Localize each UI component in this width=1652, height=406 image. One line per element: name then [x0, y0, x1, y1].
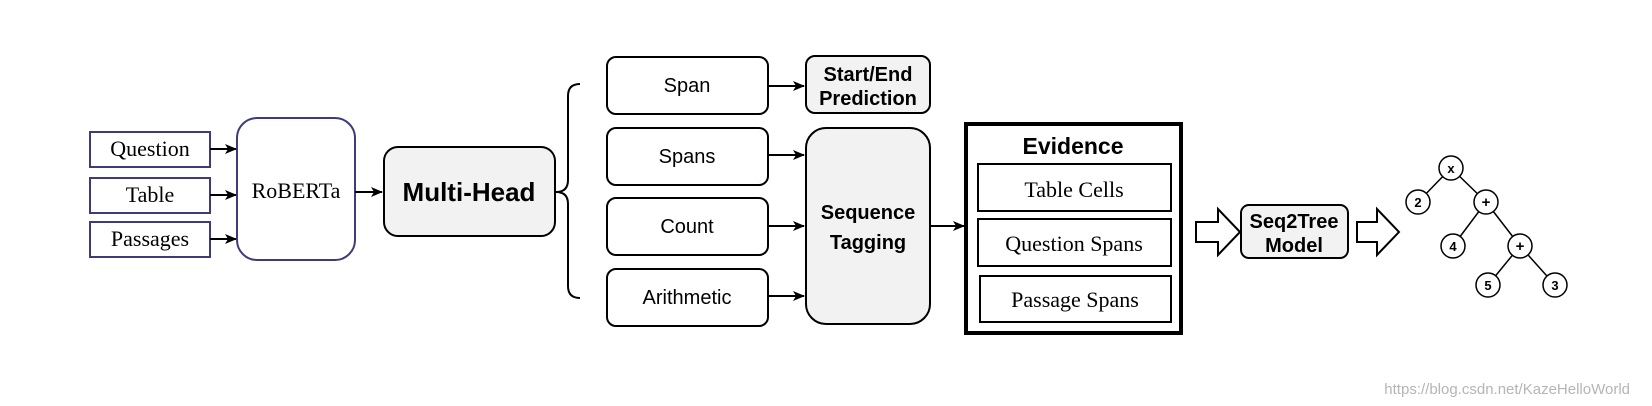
svg-text:Start/End: Start/End — [824, 64, 913, 86]
evidence-box: Evidence Table Cells Question Spans Pass… — [964, 122, 1183, 335]
multi-head-box: Multi-Head — [383, 146, 556, 237]
head-span: Span — [606, 56, 769, 115]
tree-node-3: 3 — [1542, 272, 1568, 298]
tree-node-4: 4 — [1440, 233, 1466, 259]
input-table: Table — [89, 177, 211, 214]
svg-text:+: + — [1516, 238, 1525, 255]
svg-text:Evidence: Evidence — [1023, 133, 1124, 159]
svg-text:Multi-Head: Multi-Head — [403, 177, 536, 207]
hollow-arrow-evidence-seq2tree — [1195, 206, 1242, 258]
tree-node-5: 5 — [1475, 272, 1501, 298]
start-end-prediction: Start/End Prediction — [805, 55, 931, 114]
head-count: Count — [606, 197, 769, 256]
svg-text:Tagging: Tagging — [830, 232, 906, 254]
svg-text:Span: Span — [664, 75, 711, 97]
watermark: https://blog.csdn.net/KazeHelloWorld — [1384, 381, 1630, 398]
svg-text:Arithmetic: Arithmetic — [643, 287, 732, 309]
svg-text:Table Cells: Table Cells — [1024, 177, 1123, 202]
svg-text:+: + — [1482, 194, 1491, 211]
evidence-passage-spans: Passage Spans — [979, 275, 1172, 323]
svg-text:Prediction: Prediction — [819, 88, 917, 110]
svg-text:3: 3 — [1551, 278, 1558, 293]
svg-text:x: x — [1447, 161, 1455, 176]
tree-node-plus-1: + — [1473, 189, 1499, 215]
head-arithmetic: Arithmetic — [606, 268, 769, 327]
head-spans: Spans — [606, 127, 769, 186]
svg-text:Spans: Spans — [659, 146, 716, 168]
svg-text:Passages: Passages — [111, 226, 189, 251]
heads-brace — [555, 83, 581, 299]
input-passages: Passages — [89, 221, 211, 258]
svg-text:Question: Question — [110, 136, 189, 161]
svg-text:Sequence: Sequence — [821, 202, 915, 224]
svg-text:Count: Count — [660, 216, 714, 238]
seq2tree-model: Seq2Tree Model — [1240, 204, 1349, 259]
tree-node-2: 2 — [1405, 189, 1431, 215]
evidence-question-spans: Question Spans — [977, 218, 1172, 267]
svg-text:Table: Table — [126, 182, 175, 207]
evidence-table-cells: Table Cells — [977, 163, 1172, 212]
svg-text:5: 5 — [1484, 278, 1491, 293]
svg-text:2: 2 — [1414, 195, 1421, 210]
input-question: Question — [89, 131, 211, 168]
svg-text:Question Spans: Question Spans — [1005, 231, 1143, 256]
svg-text:RoBERTa: RoBERTa — [252, 178, 341, 203]
tree-node-plus-2: + — [1507, 233, 1533, 259]
roberta-encoder: RoBERTa — [236, 117, 356, 261]
hollow-arrow-seq2tree-tree — [1356, 206, 1401, 258]
expression-tree: x 2 + 4 + 5 3 — [1405, 155, 1568, 298]
svg-text:Passage Spans: Passage Spans — [1011, 287, 1139, 312]
tree-node-root: x — [1438, 155, 1464, 181]
svg-text:4: 4 — [1449, 239, 1457, 254]
svg-text:Seq2Tree: Seq2Tree — [1250, 211, 1339, 233]
sequence-tagging: Sequence Tagging — [805, 127, 931, 325]
svg-text:Model: Model — [1265, 235, 1323, 257]
